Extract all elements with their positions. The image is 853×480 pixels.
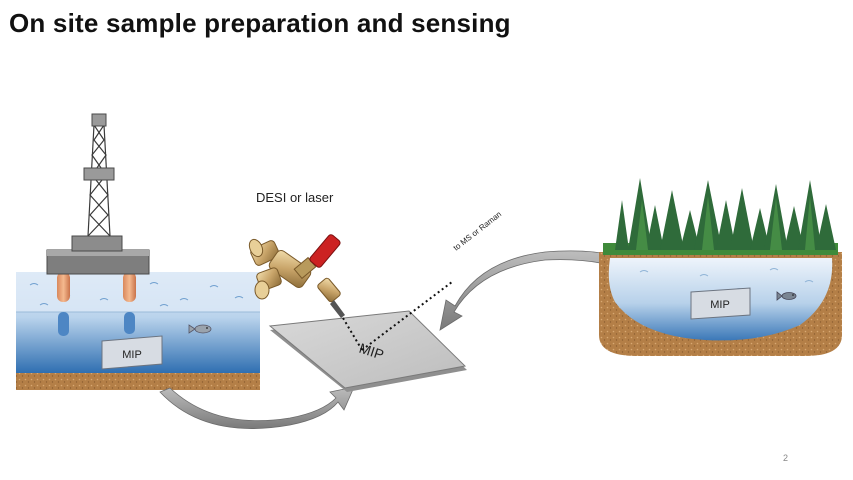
subsea-pipe-right [124,312,135,334]
derrick-crown [91,113,107,127]
lake-scene: MIP [599,178,842,356]
platform-leg-right [123,272,136,302]
signal-to-ms [361,281,453,351]
mip-label-sheet: MIP [357,340,386,363]
mip-sheet: MIP [268,310,467,392]
arrow-lake-to-sheet [439,250,670,331]
platform-deck-top [47,250,149,256]
derrick-platform [83,167,115,181]
mip-plate-offshore: MIP [101,335,163,370]
arrow-offshore-to-sheet [159,386,355,429]
mip-label-offshore: MIP [122,349,142,361]
mip-label-lake: MIP [710,299,730,311]
seabed-soil [16,373,260,390]
mip-plate-lake: MIP [690,287,751,320]
platform-leg-left [57,272,70,302]
fish-icon [188,324,212,334]
sea-surface-layer [16,272,260,312]
subsea-pipe-left [58,312,69,336]
slide-title: On site sample preparation and sensing [9,8,511,38]
desi-label: DESI or laser [256,190,334,205]
page-number: 2 [783,453,788,463]
laser-beam-incident [342,317,363,351]
forest-highlights [636,196,815,250]
offshore-scene: MIP [16,113,260,390]
lake-fish-icon [776,291,797,301]
desi-valve-icon [248,234,345,318]
forest-trees [615,178,836,250]
to-ms-raman-label: to MS or Raman [452,210,503,253]
derrick-base [71,235,123,252]
